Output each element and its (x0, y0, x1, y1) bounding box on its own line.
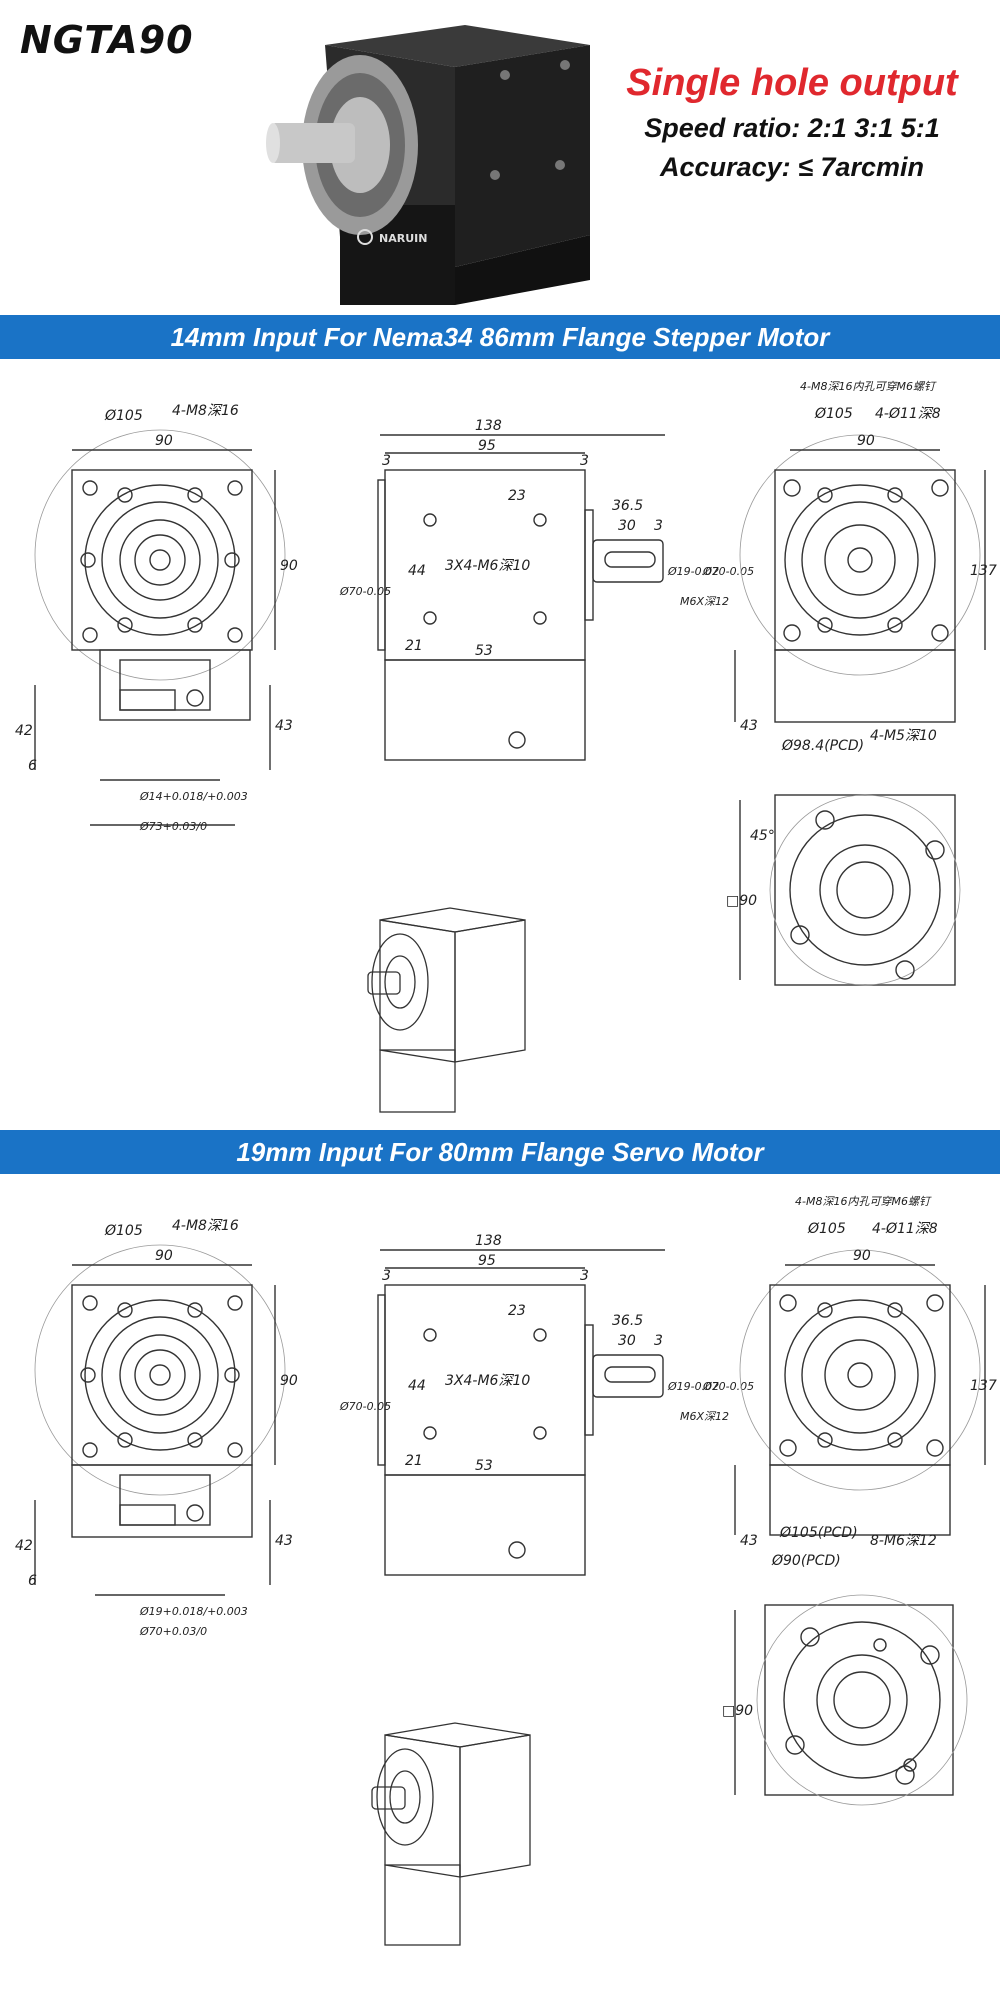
dim-bore: Ø19+0.018/+0.003 (139, 1605, 248, 1618)
dim-m6-holes: 8-M6深12 (870, 1533, 937, 1549)
dim-d19: Ø19-0.02 (667, 565, 719, 578)
dim-angle: 45° (750, 828, 775, 844)
dim-m6: 3X4-M6深10 (445, 1373, 530, 1389)
dim-d53: 53 (475, 643, 493, 659)
dim-d21: 21 (405, 638, 423, 654)
dim-w90: 90 (853, 1248, 871, 1264)
section-banner-1: 14mm Input For Nema34 86mm Flange Steppe… (0, 315, 1000, 359)
dim-h137: 137 (970, 1378, 997, 1394)
dim-d44: 44 (408, 563, 426, 579)
dim-h43: 43 (275, 1533, 293, 1549)
dim-h42: 42 (15, 1538, 33, 1554)
dim-top-note: 4-M8深16内孔可穿M6螺钉 (795, 1195, 932, 1208)
dim-d21: 21 (405, 1453, 423, 1469)
dim-top-note: 4-M8深16内孔可穿M6螺钉 (800, 380, 937, 393)
dim-d23: 23 (508, 1303, 526, 1319)
dim-s6: 6 (28, 758, 37, 774)
dim-h43: 43 (275, 718, 293, 734)
drawing-section-1: Ø105 4-M8深16 90 90 42 43 6 Ø14+0.018/+0.… (15, 380, 997, 1113)
dim-m6x: M6X深12 (680, 1410, 729, 1423)
dim-d105: Ø105 (807, 1221, 846, 1237)
dim-h90: 90 (280, 1373, 298, 1389)
product-photo: NARUIN (266, 25, 590, 305)
section-banner-2: 19mm Input For 80mm Flange Servo Motor (0, 1130, 1000, 1174)
dim-m8: 4-M8深16 (172, 1218, 239, 1234)
dim-l138: 138 (475, 418, 502, 434)
brand-logo-icon (357, 229, 373, 245)
dim-bore: Ø14+0.018/+0.003 (139, 790, 248, 803)
dim-h43: 43 (740, 718, 758, 734)
dim-s3a: 3 (382, 1268, 391, 1284)
dim-d44: 44 (408, 1378, 426, 1394)
dim-m8: 4-M8深16 (172, 403, 239, 419)
dim-h43: 43 (740, 1533, 758, 1549)
dim-h42: 42 (15, 723, 33, 739)
dim-s3a: 3 (382, 453, 391, 469)
dim-d11: 4-Ø11深8 (875, 406, 941, 422)
dim-d70r: Ø70-0.05 (702, 1380, 754, 1393)
dim-pcd2: Ø90(PCD) (771, 1553, 841, 1569)
dim-m6x: M6X深12 (680, 595, 729, 608)
brand-name: NARUIN (379, 232, 427, 245)
dim-sq90: □90 (722, 1703, 753, 1719)
dim-d70: Ø70-0.05 (339, 585, 391, 598)
dim-d105: Ø105 (104, 1223, 143, 1239)
dim-d70: Ø70-0.05 (339, 1400, 391, 1413)
dim-s3b: 3 (580, 1268, 589, 1284)
dim-l95: 95 (478, 438, 496, 454)
dim-d19: Ø19-0.02 (667, 1380, 719, 1393)
dim-w90: 90 (155, 1248, 173, 1264)
isometric-view-1 (367, 907, 526, 1113)
model-title: NGTA90 (20, 18, 194, 62)
dim-m6: 3X4-M6深10 (445, 558, 530, 574)
dim-h137: 137 (970, 563, 997, 579)
dim-pcd: Ø105(PCD) (779, 1525, 858, 1541)
dim-m5: 4-M5深10 (870, 728, 937, 744)
dim-l36: 36.5 (612, 1313, 643, 1329)
dim-l95: 95 (478, 1253, 496, 1269)
dim-flange: Ø73+0.03/0 (139, 820, 207, 833)
dim-l138: 138 (475, 1233, 502, 1249)
dim-sq90: □90 (726, 893, 757, 909)
dim-d105: Ø105 (104, 408, 143, 424)
dim-d105: Ø105 (814, 406, 853, 422)
dim-d70r: Ø70-0.05 (702, 565, 754, 578)
dim-l30: 30 (618, 1333, 636, 1349)
dim-pcd: Ø98.4(PCD) (781, 738, 864, 754)
hero-text: Single hole output Speed ratio: 2:1 3:1 … (612, 62, 972, 183)
dim-w90: 90 (155, 433, 173, 449)
dim-l3: 3 (654, 1333, 663, 1349)
dim-l36: 36.5 (612, 498, 643, 514)
speed-ratio: Speed ratio: 2:1 3:1 5:1 (644, 113, 940, 143)
dim-w90: 90 (857, 433, 875, 449)
dim-l30: 30 (618, 518, 636, 534)
dim-d53: 53 (475, 1458, 493, 1474)
dim-d23: 23 (508, 488, 526, 504)
dim-flange: Ø70+0.03/0 (139, 1625, 207, 1638)
dim-s6: 6 (28, 1573, 37, 1589)
dim-d11: 4-Ø11深8 (872, 1221, 938, 1237)
dim-l3: 3 (654, 518, 663, 534)
dim-h90: 90 (280, 558, 298, 574)
dim-s3b: 3 (580, 453, 589, 469)
tagline: Single hole output (626, 62, 958, 104)
isometric-view-2 (371, 1722, 531, 1946)
drawing-section-2: Ø105 4-M8深16 90 90 42 43 6 Ø19+0.018/+0.… (15, 1195, 997, 1946)
accuracy: Accuracy: ≤ 7arcmin (660, 152, 924, 182)
